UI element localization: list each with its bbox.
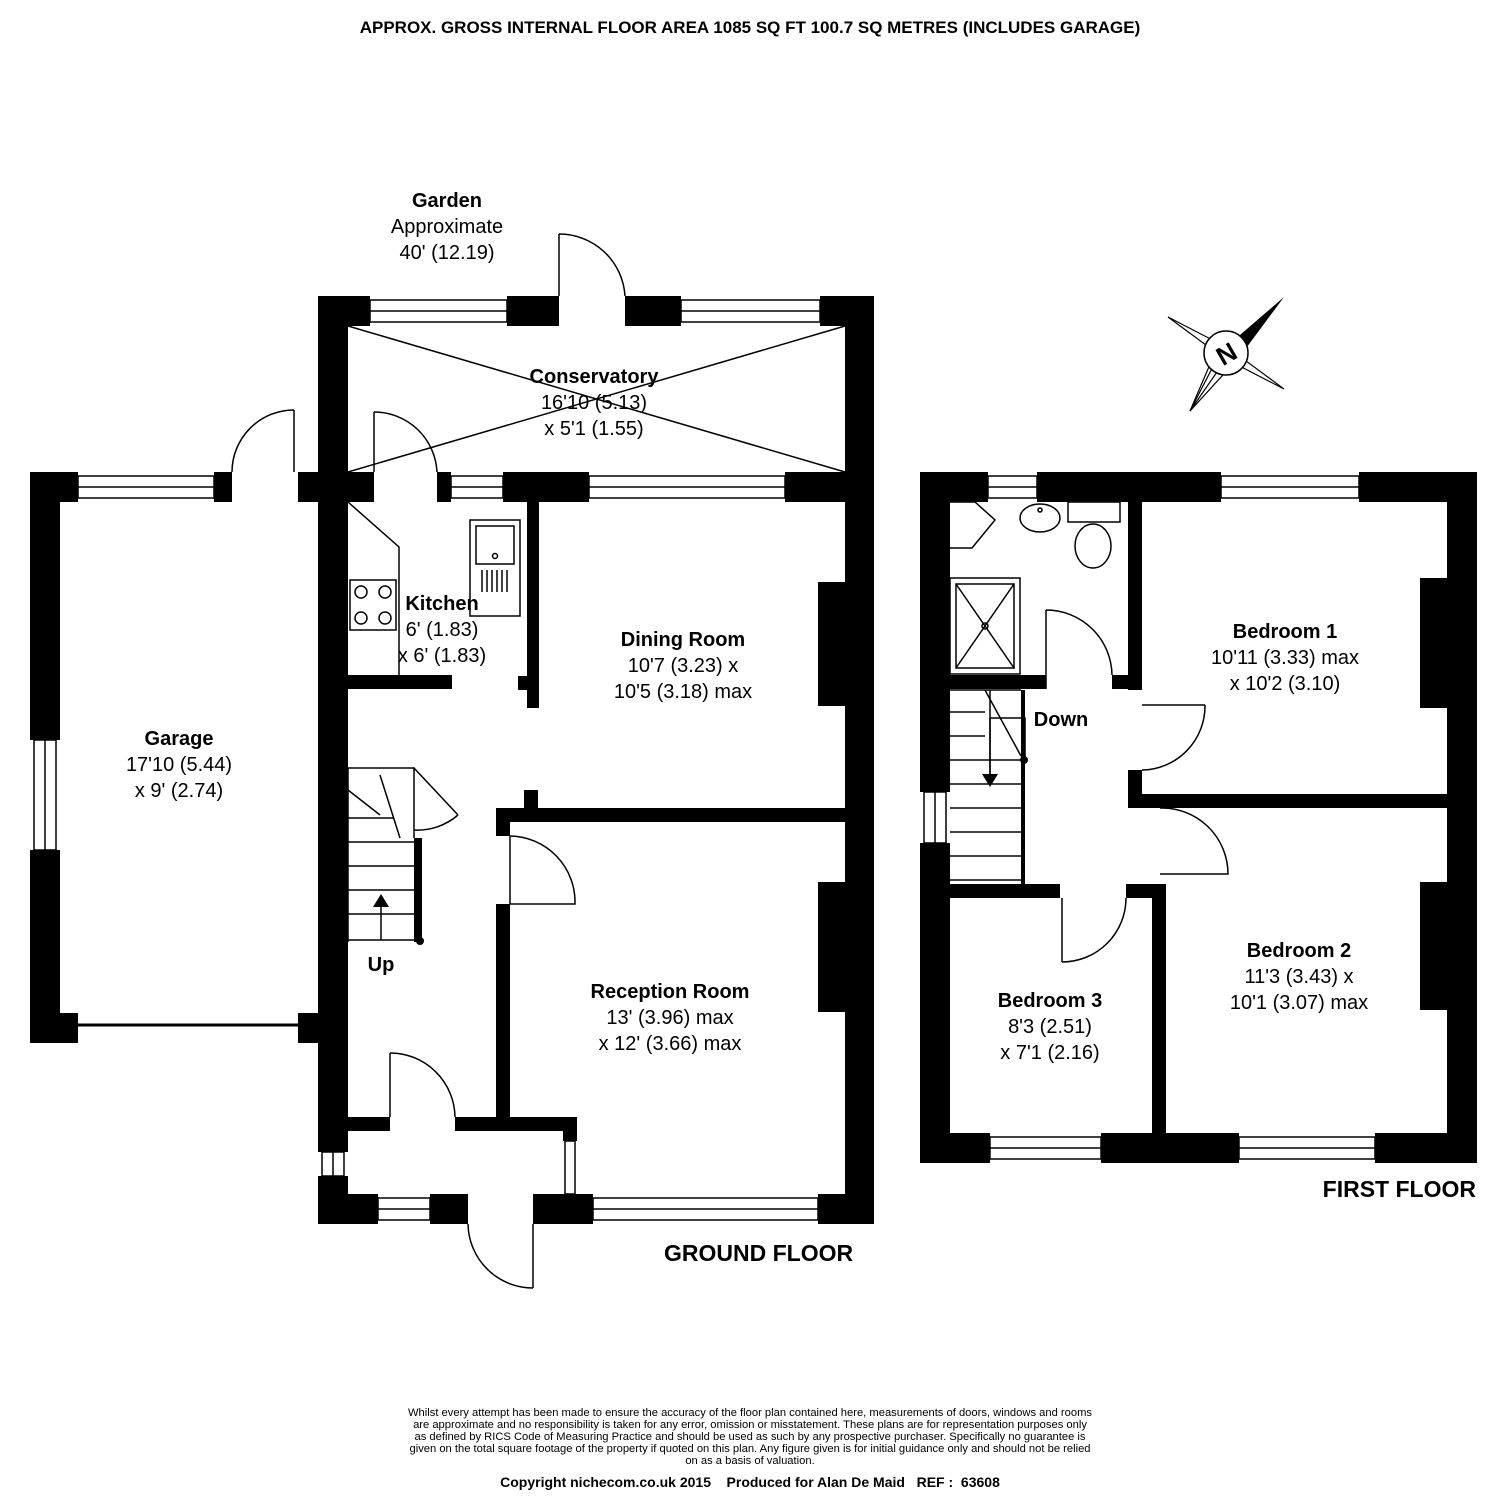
- reception-name: Reception Room: [591, 981, 750, 1003]
- kitchen-label: Kitchen 6' (1.83) x 6' (1.83): [398, 593, 486, 667]
- stairs-up-label: Up: [368, 954, 395, 976]
- first-floor-walls: [920, 472, 1477, 1163]
- garden-line2: 40' (12.19): [400, 242, 495, 264]
- bedroom-2-label: Bedroom 2 11'3 (3.43) x 10'1 (3.07) max: [1230, 940, 1368, 1014]
- garden-line1: Approximate: [391, 216, 503, 238]
- reception-line2: x 12' (3.66) max: [599, 1033, 742, 1055]
- bedroom1-line2: x 10'2 (3.10): [1230, 673, 1341, 695]
- disclaimer-line: Whilst every attempt has been made to en…: [407, 1407, 1093, 1419]
- stairs-down-arrow: [982, 717, 1028, 787]
- first-floor-label: FIRST FLOOR: [1323, 1176, 1477, 1202]
- garage-line2: x 9' (2.74): [135, 780, 223, 802]
- conservatory-line1: 16'10 (5.13): [541, 392, 647, 414]
- dining-line1: 10'7 (3.23) x: [628, 655, 739, 677]
- first-floor-details: [923, 475, 1376, 1160]
- ground-floor-label: GROUND FLOOR: [664, 1240, 853, 1266]
- conservatory-line2: x 5'1 (1.55): [544, 418, 643, 440]
- conservatory-name: Conservatory: [530, 366, 660, 388]
- bedroom2-line2: 10'1 (3.07) max: [1230, 992, 1368, 1014]
- disclaimer-line: are approximate and no responsibility is…: [413, 1419, 1087, 1431]
- disclaimer-line: as defined by RICS Code of Measuring Pra…: [414, 1431, 1086, 1443]
- ground-floor-details: [33, 233, 846, 1289]
- garden-name: Garden: [412, 190, 482, 212]
- kitchen-line2: x 6' (1.83): [398, 645, 486, 667]
- stairs-up-arrow: [373, 894, 424, 945]
- bedroom3-line1: 8'3 (2.51): [1008, 1016, 1092, 1038]
- kitchen-name: Kitchen: [405, 593, 478, 615]
- compass-rose-icon: N: [1167, 297, 1285, 412]
- reception-line1: 13' (3.96) max: [606, 1007, 733, 1029]
- conservatory-label: Conservatory 16'10 (5.13) x 5'1 (1.55): [530, 366, 660, 440]
- bedroom2-name: Bedroom 2: [1247, 940, 1351, 962]
- dining-line2: 10'5 (3.18) max: [614, 681, 752, 703]
- garage-name: Garage: [145, 728, 214, 750]
- ground-floor-walls: [30, 296, 874, 1224]
- bedroom2-line1: 11'3 (3.43) x: [1244, 966, 1353, 988]
- kitchen-line1: 6' (1.83): [406, 619, 479, 641]
- bedroom-3-label: Bedroom 3 8'3 (2.51) x 7'1 (2.16): [998, 990, 1102, 1064]
- bedroom3-name: Bedroom 3: [998, 990, 1102, 1012]
- bedroom1-name: Bedroom 1: [1233, 621, 1337, 643]
- copyright-footer: Copyright nichecom.co.uk 2015 Produced f…: [500, 1474, 1000, 1490]
- dining-room-label: Dining Room 10'7 (3.23) x 10'5 (3.18) ma…: [614, 629, 752, 703]
- bedroom3-line2: x 7'1 (2.16): [1000, 1042, 1099, 1064]
- disclaimer: Whilst every attempt has been made to en…: [350, 1407, 1150, 1467]
- bedroom-1-label: Bedroom 1 10'11 (3.33) max x 10'2 (3.10): [1211, 621, 1359, 695]
- dining-name: Dining Room: [621, 629, 745, 651]
- disclaimer-line: given on the total square footage of the…: [409, 1443, 1091, 1455]
- bedroom1-line1: 10'11 (3.33) max: [1211, 647, 1359, 669]
- disclaimer-line: on as a basis of valuation.: [685, 1455, 815, 1467]
- garden-label: Garden Approximate 40' (12.19): [391, 190, 503, 264]
- garage-line1: 17'10 (5.44): [126, 754, 232, 776]
- reception-room-label: Reception Room 13' (3.96) max x 12' (3.6…: [591, 981, 750, 1055]
- garage-label: Garage 17'10 (5.44) x 9' (2.74): [126, 728, 232, 802]
- page-title: APPROX. GROSS INTERNAL FLOOR AREA 1085 S…: [359, 18, 1141, 37]
- stairs-down-label: Down: [1034, 709, 1088, 731]
